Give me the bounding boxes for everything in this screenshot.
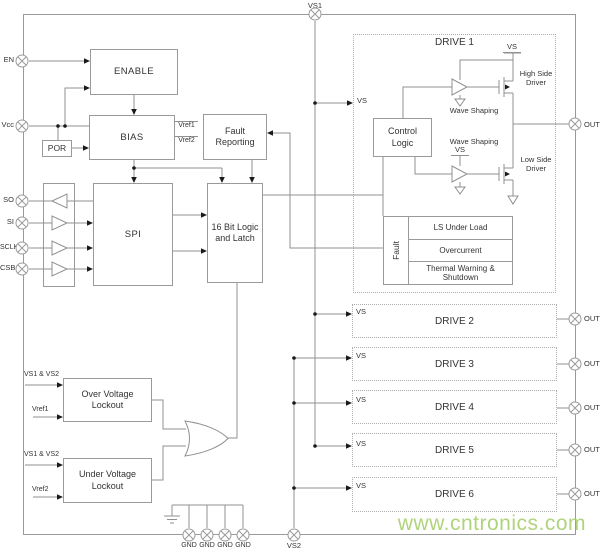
drive2-title: DRIVE 2	[435, 315, 474, 327]
drive4-box: DRIVE 4	[352, 390, 557, 424]
fault-row-ls-under-load: LS Under Load	[433, 223, 488, 233]
pin-label-sclk: SCLK	[0, 244, 19, 251]
pin-label-en: EN	[3, 55, 14, 64]
pin-label-out1: OUT1	[584, 120, 600, 129]
drive1-title: DRIVE 1	[435, 37, 474, 48]
logic16-block: 16 Bit Logic and Latch	[207, 183, 263, 283]
drive4-title: DRIVE 4	[435, 401, 474, 413]
pin-label-gnd3: GND	[217, 542, 233, 549]
pin-label-si: SI	[6, 217, 14, 226]
pin-label-out5: OUT5	[584, 445, 600, 454]
drive4-vs-label: VS	[356, 395, 367, 404]
wave-shaping-hs-label: Wave Shaping	[449, 106, 499, 115]
pin-label-gnd2: GND	[199, 542, 215, 549]
uvl-vref2-input-label: Vref2	[32, 486, 49, 493]
pin-label-out3: OUT3	[584, 359, 600, 368]
pin-label-out2: OUT2	[584, 314, 600, 323]
fault-row-thermal: Thermal Warning & Shutdown	[409, 261, 512, 284]
ovl-vs-input-label: VS1 & VS2	[24, 371, 60, 378]
drive2-vs-label: VS	[356, 307, 367, 316]
drive6-title: DRIVE 6	[435, 489, 474, 500]
control-logic-block: Control Logic	[373, 118, 432, 157]
fault-side-label: Fault	[384, 217, 409, 284]
drive1-vs-feed-label: VS	[357, 96, 368, 105]
pin-label-gnd4: GND	[235, 542, 251, 549]
pin-label-vs1: VS1	[307, 1, 323, 10]
pin-label-vcc: Vcc	[1, 120, 14, 129]
pin-label-out4: OUT4	[584, 403, 600, 412]
pin-label-gnd1: GND	[181, 542, 197, 549]
pin-label-out6: OUT6	[584, 489, 600, 498]
pin-label-csb: CSB	[0, 263, 16, 272]
por-block: POR	[42, 140, 72, 157]
pin-label-so: SO	[3, 195, 14, 204]
fault-reporting-block: Fault Reporting	[203, 114, 267, 160]
drive5-vs-label: VS	[356, 439, 367, 448]
under-voltage-lockout-block: Under Voltage Lockout	[63, 458, 152, 503]
vref2-stub-label: Vref2	[175, 136, 198, 145]
high-side-driver-label: High Side Driver	[519, 69, 553, 87]
input-buffer-block	[43, 183, 75, 287]
low-side-driver-label: Low Side Driver	[520, 155, 552, 173]
wave-shaping-ls-label: Wave Shaping	[449, 137, 499, 146]
enable-block: ENABLE	[90, 49, 178, 95]
over-voltage-lockout-block: Over Voltage Lockout	[63, 378, 152, 422]
fault-row-overcurrent: Overcurrent	[409, 238, 512, 262]
watermark-text: www.cntronics.com	[397, 512, 586, 535]
ovl-vref1-input-label: Vref1	[32, 406, 49, 413]
drive1-vs-ls-label: VS	[451, 145, 469, 156]
bias-block: BIAS	[89, 115, 175, 160]
drive3-vs-label: VS	[356, 351, 367, 360]
drive1-vs-top-label: VS	[503, 42, 521, 53]
drive6-box: DRIVE 6	[352, 477, 557, 512]
drive6-vs-label: VS	[356, 481, 367, 490]
vref1-stub-label: Vref1	[175, 121, 198, 130]
spi-block: SPI	[93, 183, 173, 286]
drive2-box: DRIVE 2	[352, 304, 557, 338]
uvl-vs-input-label: VS1 & VS2	[24, 451, 60, 458]
drive5-title: DRIVE 5	[435, 444, 474, 456]
drive5-box: DRIVE 5	[352, 433, 557, 467]
drive3-title: DRIVE 3	[435, 358, 474, 370]
fault-monitor-table: Fault LS Under Load Overcurrent Thermal …	[383, 216, 513, 285]
pin-label-vs2: VS2	[286, 541, 302, 550]
drive3-box: DRIVE 3	[352, 347, 557, 381]
